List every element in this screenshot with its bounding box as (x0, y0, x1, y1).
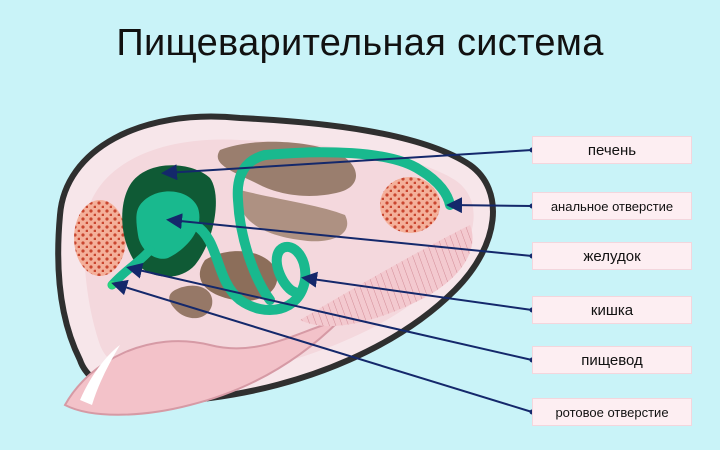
visceral-lower (240, 190, 348, 242)
gills (300, 225, 473, 327)
pointer-esophagus (126, 262, 533, 361)
intestine-loop (190, 220, 311, 315)
label-anus: анальное отверстие (532, 192, 692, 220)
posterior-adductor (380, 177, 440, 233)
intestine-up (232, 150, 275, 305)
pointer-intestine (301, 271, 533, 311)
rectum (260, 147, 455, 210)
bullet-dots (529, 147, 535, 415)
label-mouth: ротовое отверстие (532, 398, 692, 426)
label-liver: печень (532, 136, 692, 164)
mouth-dot (108, 281, 116, 289)
foot-tip (80, 345, 120, 405)
pointer-liver (161, 149, 533, 181)
label-intestine: кишка (532, 296, 692, 324)
slide-title: Пищеварительная система (116, 22, 604, 64)
anterior-adductor (74, 200, 126, 276)
label-esophagus: пищевод (532, 346, 692, 374)
pointer-anus (446, 197, 533, 214)
label-stomach: желудок (532, 242, 692, 270)
pointer-mouth (111, 279, 533, 413)
pointer-lines (111, 149, 533, 413)
pointer-stomach (166, 213, 533, 257)
